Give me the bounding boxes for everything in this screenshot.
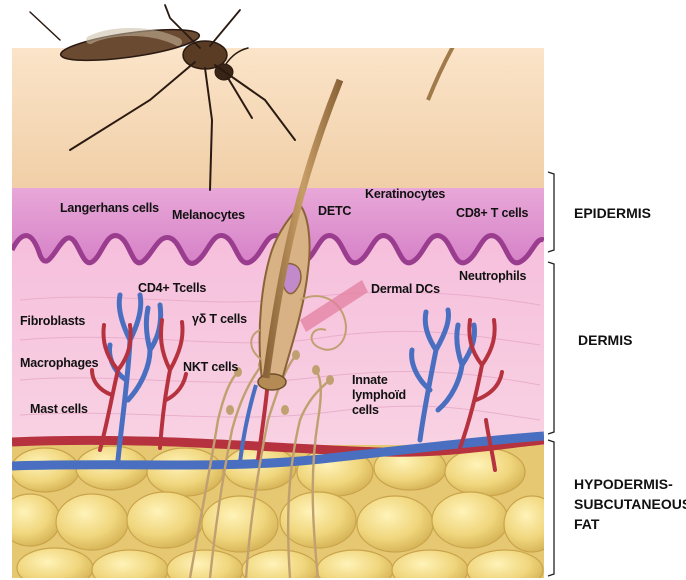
label-innate-lymphoid-cells: Innate lymphoïd cells [352,373,422,418]
label-macrophages: Macrophages [20,356,98,370]
label-neutrophils: Neutrophils [459,269,526,283]
layer-label-dermis: DERMIS [578,330,632,350]
label-keratinocytes: Keratinocytes [365,187,445,201]
label-mast-cells: Mast cells [30,402,88,416]
hypodermis-bracket [548,440,554,576]
label-langerhans-cells: Langerhans cells [60,201,159,215]
label-dermal-dcs: Dermal DCs [371,282,440,296]
label-fibroblasts: Fibroblasts [20,314,85,328]
label-nkt-cells: NKT cells [183,360,238,374]
label-cd4-t-cells: CD4+ Tcells [138,281,206,295]
stratum-corneum [12,48,544,193]
layer-label-hypodermis-line2: SUBCUTANEOUS [574,494,686,514]
label-gamma-delta-t-cells: γδ T cells [192,312,247,326]
epidermis-bracket [548,172,554,252]
layer-label-hypodermis-line1: HYPODERMIS- [574,474,686,494]
layer-label-hypodermis: HYPODERMIS- SUBCUTANEOUS FAT [574,474,686,534]
layer-brackets [548,172,554,576]
dermis-bracket [548,262,554,434]
label-melanocytes: Melanocytes [172,208,245,222]
layer-label-hypodermis-line3: FAT [574,514,686,534]
layer-label-epidermis: EPIDERMIS [574,203,651,223]
label-cd8-t-cells: CD8+ T cells [456,206,528,220]
label-detc: DETC [318,204,351,218]
